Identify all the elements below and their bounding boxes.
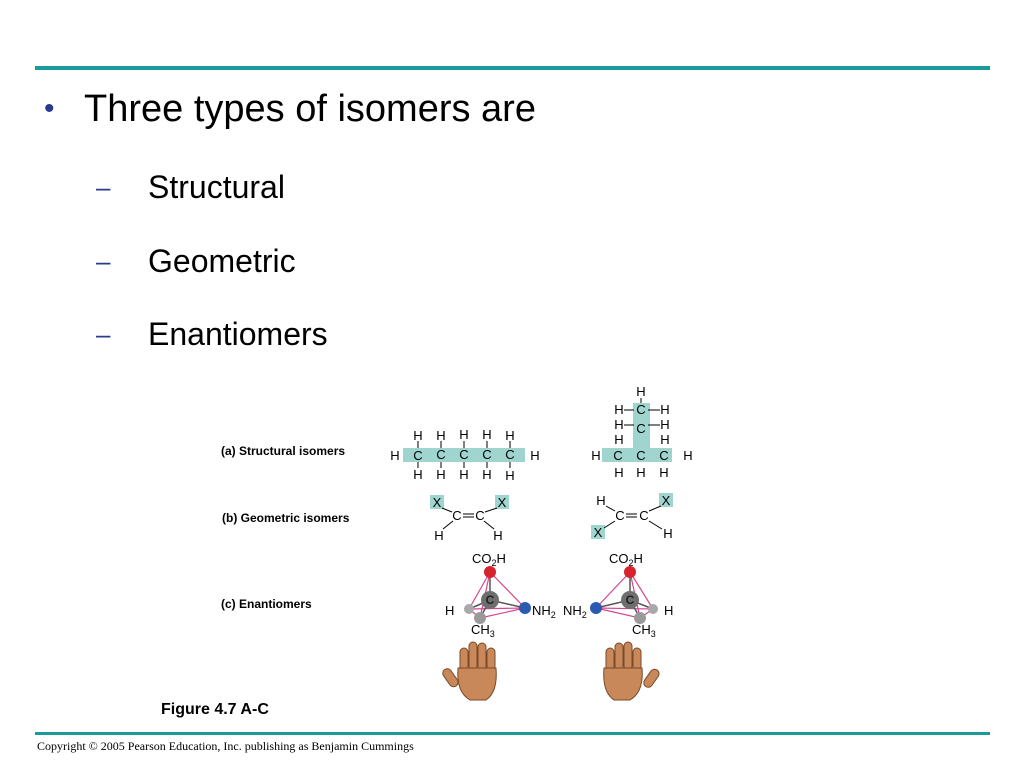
bond-highlight — [602, 448, 672, 462]
methyl-atom — [634, 612, 646, 624]
atom-c: C — [659, 448, 668, 463]
atom-h: H — [660, 432, 669, 447]
bond-highlight — [633, 403, 650, 453]
atom-h: H — [660, 402, 669, 417]
subitem-text: Structural — [148, 169, 285, 205]
atom-c: C — [475, 508, 484, 523]
atom-h: H — [390, 448, 399, 463]
label-enantiomers: (c) Enantiomers — [221, 597, 312, 611]
atom-c: C — [639, 508, 648, 523]
nh2-label: NH2 — [532, 603, 556, 620]
atom-c: C — [505, 447, 514, 462]
carbon-atom — [481, 591, 499, 609]
dash-icon: – — [96, 319, 111, 349]
subitem-text: Geometric — [148, 243, 296, 279]
atom-x: X — [594, 525, 603, 540]
label-geometric-isomers: (b) Geometric isomers — [222, 511, 350, 525]
x-highlight — [659, 493, 673, 507]
atom-c: C — [636, 421, 645, 436]
atom-h: H — [482, 467, 491, 482]
atom-x: X — [433, 495, 442, 510]
carbon-atom — [621, 591, 639, 609]
oxygen-atom — [624, 566, 636, 578]
top-rule — [35, 66, 990, 70]
subitem-text: Enantiomers — [148, 316, 328, 352]
x-highlight — [430, 495, 444, 509]
methyl-atom — [474, 612, 486, 624]
x-highlight — [495, 495, 509, 509]
atom-x: X — [498, 495, 507, 510]
atom-c: C — [482, 447, 491, 462]
atom-x: X — [662, 493, 671, 508]
bond-highlight — [403, 448, 525, 462]
nh2-label: NH2 — [563, 603, 587, 620]
atom-h: H — [664, 603, 673, 618]
dash-icon: – — [96, 172, 111, 202]
ch3-label: CH3 — [632, 622, 656, 639]
atom-c: C — [613, 448, 622, 463]
atom-h: H — [596, 493, 605, 508]
atom-h: H — [683, 448, 692, 463]
geometric-isomer-left: X X C C H H — [430, 495, 509, 543]
atom-h: H — [413, 428, 422, 443]
ch3-label: CH3 — [471, 622, 495, 639]
atom-h: H — [614, 417, 623, 432]
hydrogen-atom — [464, 604, 474, 614]
copyright-text: Copyright © 2005 Pearson Education, Inc.… — [37, 739, 414, 753]
co2h-label: CO2H — [472, 551, 506, 568]
atom-c: C — [436, 447, 445, 462]
atom-h: H — [636, 384, 645, 399]
bullet-dot-icon: • — [44, 92, 55, 125]
x-highlight — [591, 525, 605, 539]
figure-caption: Figure 4.7 A-C — [161, 701, 269, 718]
atom-c: C — [413, 448, 422, 463]
atom-h: H — [505, 468, 514, 483]
atom-h: H — [636, 465, 645, 480]
nitrogen-atom — [519, 602, 531, 614]
atom-h: H — [591, 448, 600, 463]
atom-c: C — [486, 593, 495, 607]
atom-c: C — [452, 508, 461, 523]
atom-h: H — [660, 417, 669, 432]
hydrogen-atom — [648, 604, 658, 614]
atom-c: C — [615, 508, 624, 523]
right-hand-icon — [603, 641, 660, 701]
geometric-isomer-right: H X C C X H — [591, 493, 673, 541]
label-structural-isomers: (a) Structural isomers — [221, 444, 346, 458]
atom-h: H — [445, 603, 454, 618]
atom-h: H — [436, 428, 445, 443]
atom-c: C — [459, 447, 468, 462]
atom-h: H — [614, 402, 623, 417]
atom-h: H — [413, 467, 422, 482]
atom-h: H — [614, 432, 623, 447]
isobutane-molecule: H H C H H C H H H H C C C H H H H — [591, 384, 692, 480]
atom-h: H — [459, 467, 468, 482]
oxygen-atom — [484, 566, 496, 578]
left-hand-icon — [442, 641, 497, 701]
atom-h: H — [436, 467, 445, 482]
atom-h: H — [459, 427, 468, 442]
bullet-text: Three types of isomers are — [84, 88, 536, 130]
enantiomer-left: C CO2H H NH2 CH3 — [445, 551, 556, 639]
atom-h: H — [530, 448, 539, 463]
dash-icon: – — [96, 246, 111, 276]
atom-h: H — [434, 528, 443, 543]
enantiomer-right: C CO2H NH2 H CH3 — [563, 551, 673, 639]
atom-c: C — [636, 448, 645, 463]
atom-c: C — [636, 402, 645, 417]
atom-h: H — [663, 526, 672, 541]
atom-h: H — [659, 465, 668, 480]
atom-h: H — [493, 528, 502, 543]
atom-h: H — [505, 428, 514, 443]
atom-h: H — [614, 465, 623, 480]
atom-h: H — [482, 427, 491, 442]
nitrogen-atom — [590, 602, 602, 614]
co2h-label: CO2H — [609, 551, 643, 568]
atom-c: C — [626, 593, 635, 607]
butane-molecule: H H H H H H C C C C C H H H H H H — [390, 427, 539, 483]
bottom-rule — [35, 732, 990, 735]
